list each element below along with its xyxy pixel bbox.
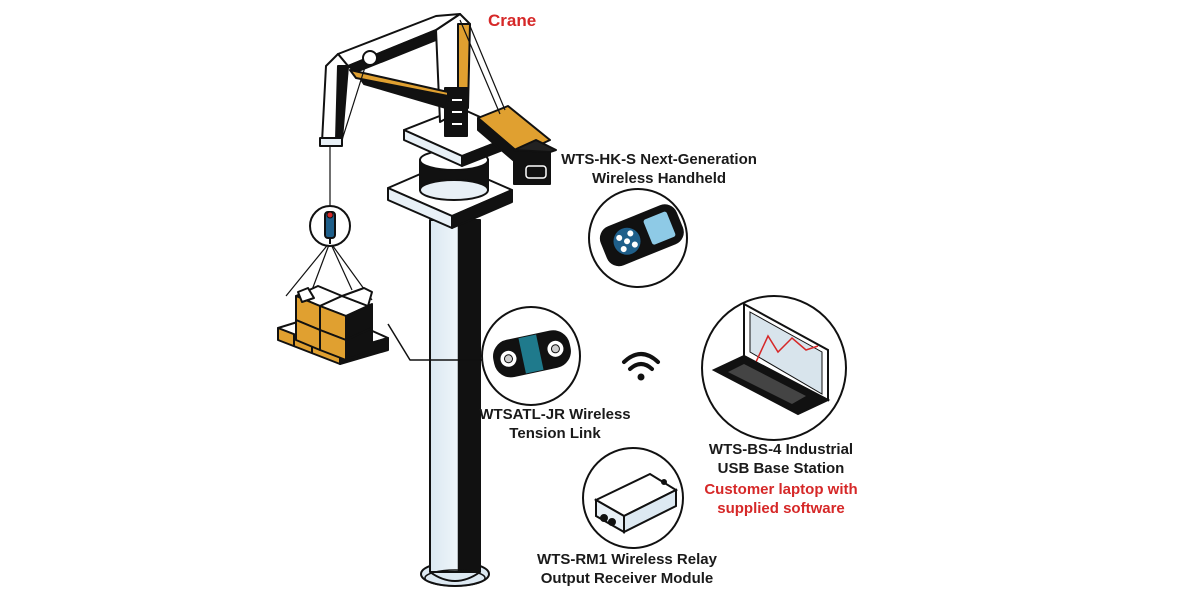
- base-station-note-line2: supplied software: [717, 500, 845, 517]
- connector-line: [387, 323, 486, 361]
- relay-module-label: WTS-RM1 Wireless Relay Output Receiver M…: [524, 550, 730, 588]
- base-station-note-line1: Customer laptop with: [704, 481, 858, 498]
- hook-tension-link-callout: [309, 205, 351, 247]
- base-station-label-line2: USB Base Station: [717, 460, 845, 477]
- crane-illustration: [277, 13, 557, 587]
- crane-tower: [420, 219, 490, 587]
- tension-link-label: WTSATL-JR Wireless Tension Link: [470, 405, 640, 443]
- wifi-icon: [622, 352, 660, 381]
- handheld-label-line1: WTS-HK-S Next-Generation: [561, 151, 757, 168]
- crane-cables: [329, 19, 506, 206]
- handheld-device: [588, 188, 688, 288]
- tension-link-device: [481, 306, 581, 406]
- crane-motor-housing: [477, 105, 557, 185]
- handheld-label: WTS-HK-S Next-Generation Wireless Handhe…: [548, 150, 770, 188]
- handheld-label-line2: Wireless Handheld: [591, 170, 727, 187]
- relay-module-device: [582, 447, 684, 549]
- laptop-device: [701, 295, 847, 441]
- relay-module-label-line1: WTS-RM1 Wireless Relay: [537, 551, 717, 568]
- tension-link-label-line2: Tension Link: [509, 425, 601, 442]
- crane-jib: [319, 13, 461, 147]
- crane-load: [277, 241, 389, 365]
- relay-module-label-line2: Output Receiver Module: [540, 570, 714, 587]
- base-station-label-line1: WTS-BS-4 Industrial: [708, 441, 854, 458]
- tension-link-label-line1: WTSATL-JR Wireless: [479, 406, 631, 423]
- base-station-label: WTS-BS-4 Industrial USB Base Station Cus…: [686, 440, 876, 518]
- crane-title: Crane: [488, 11, 537, 30]
